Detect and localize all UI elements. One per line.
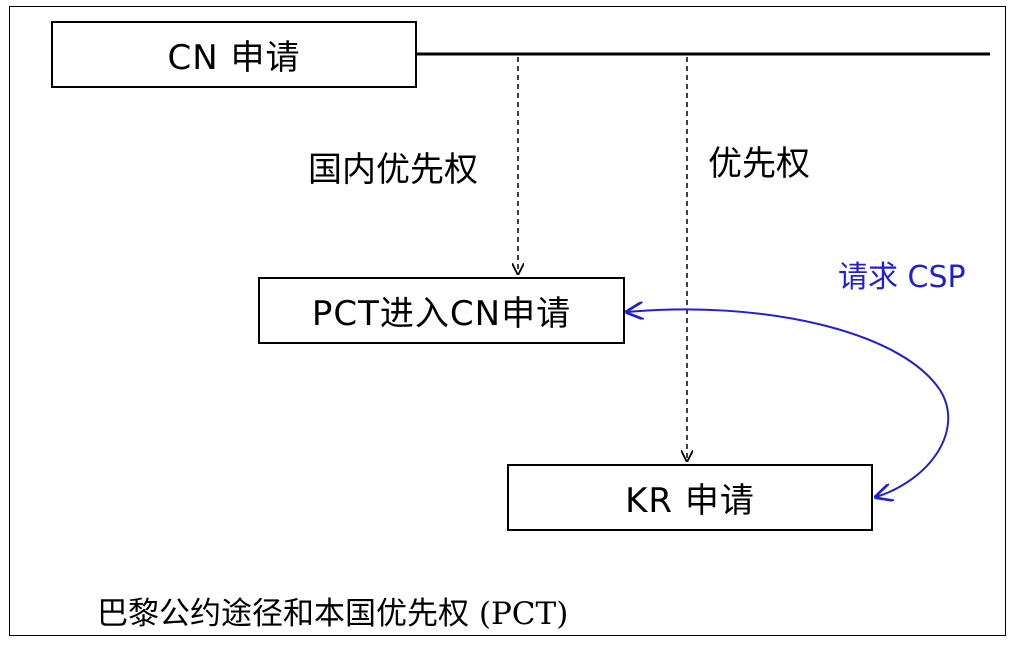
priority-label: 优先权 — [708, 144, 810, 184]
diagram-frame — [9, 6, 1006, 636]
cn-application-label: CN 申请 — [167, 38, 301, 78]
csp-request-arrow — [627, 309, 950, 497]
diagram-caption: 巴黎公约途径和本国优先权 (PCT) — [97, 596, 569, 632]
kr-application-box: KR 申请 — [507, 464, 873, 531]
cn-application-box: CN 申请 — [51, 21, 417, 88]
csp-request-label: 请求 CSP — [838, 260, 966, 295]
kr-application-label: KR 申请 — [625, 481, 755, 521]
domestic-priority-label: 国内优先权 — [308, 150, 478, 190]
pct-cn-application-label: PCT进入CN申请 — [311, 294, 572, 334]
pct-cn-application-box: PCT进入CN申请 — [258, 277, 625, 344]
